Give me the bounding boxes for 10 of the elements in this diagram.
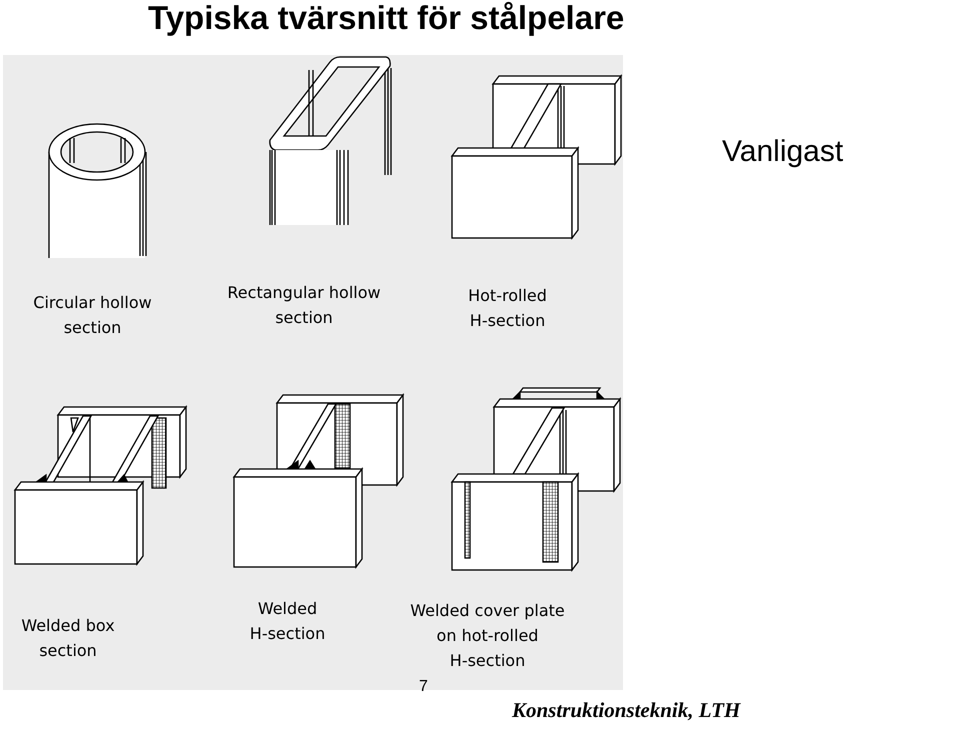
section-caption: Circular hollow section: [32, 292, 153, 339]
section-caption: Welded cover plate on hot-rolled H-section: [409, 600, 566, 672]
slide-title: Typiska tvärsnitt för stålpelare: [148, 0, 624, 36]
page-number: 7: [419, 678, 428, 696]
section-caption: Rectangular hollow section: [226, 282, 382, 329]
section-caption: Welded box section: [20, 615, 116, 662]
side-note: Vanligast: [722, 135, 844, 169]
footer-text: Konstruktionsteknik, LTH: [512, 698, 740, 723]
section-caption: Welded H-section: [248, 598, 326, 645]
section-caption: Hot-rolled H-section: [467, 285, 548, 332]
